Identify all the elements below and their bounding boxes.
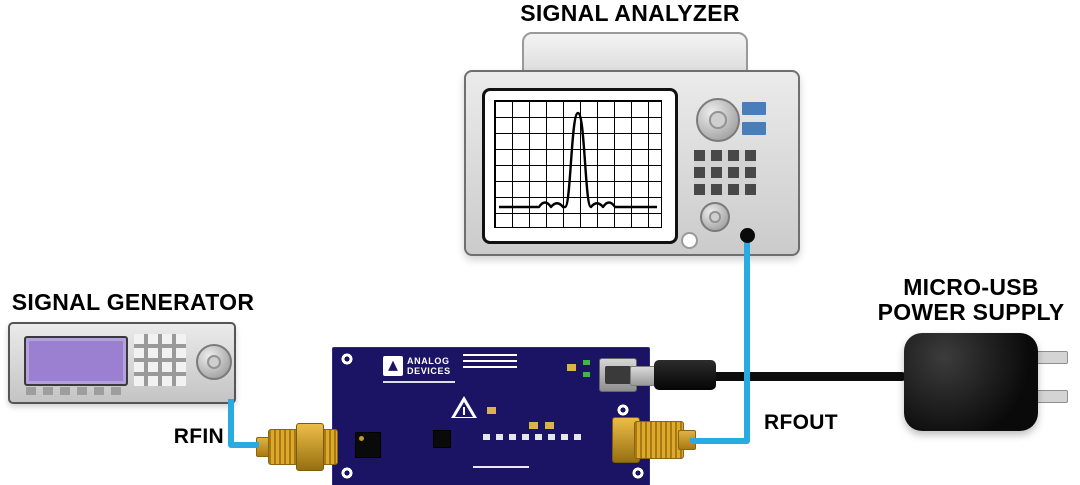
micro-usb-power-supply [904, 333, 1038, 431]
rf-cable-rfout-to-analyzer [690, 238, 750, 444]
spectrum-trace [499, 111, 657, 209]
generator-function-keys [26, 387, 122, 395]
analyzer-screen-grid [494, 100, 662, 228]
analyzer-secondary-knob [700, 202, 730, 232]
signal-analyzer-label: SIGNAL ANALYZER [520, 0, 740, 26]
signal-generator [8, 322, 236, 404]
evaluation-board: ANALOG DEVICES [332, 347, 650, 485]
sma-tip [678, 430, 696, 450]
signal-analyzer [464, 70, 800, 256]
usb-plug [654, 360, 716, 390]
power-supply-prong-bottom [1034, 390, 1068, 403]
rfin-label: RFIN [173, 425, 224, 448]
resistor-row [483, 434, 583, 440]
rf-cable-generator-to-rfin [228, 399, 259, 448]
ic-chip-small [433, 430, 451, 448]
analyzer-screen [482, 88, 678, 244]
analyzer-power-button [681, 232, 698, 249]
power-supply-label-line1: MICRO-USB [903, 274, 1039, 300]
board-brand-text: ANALOG DEVICES [407, 356, 451, 376]
brand-line1: ANALOG [407, 356, 450, 366]
ic-chip-main [355, 432, 381, 458]
sma-connector-rfin [256, 417, 338, 471]
board-partnumber-silkscreen [463, 354, 517, 356]
sma-connector-rfout [612, 417, 696, 463]
rfout-label: RFOUT [764, 411, 838, 434]
warning-triangle-icon [451, 396, 477, 418]
generator-display [24, 336, 128, 386]
brand-line2: DEVICES [407, 365, 451, 376]
capacitors [529, 422, 538, 429]
status-leds [583, 360, 590, 365]
power-supply-label: MICRO-USB POWER SUPPLY [862, 275, 1080, 325]
power-supply-label-line2: POWER SUPPLY [877, 299, 1065, 325]
signal-generator-label: SIGNAL GENERATOR [11, 289, 255, 315]
generator-keypad [134, 334, 186, 386]
analyzer-rf-input-port [740, 228, 755, 243]
power-supply-prong-top [1034, 351, 1068, 364]
adi-logo-icon [383, 356, 403, 376]
analyzer-blue-buttons [742, 102, 766, 115]
analyzer-keypad [694, 150, 756, 195]
board-tagline-silkscreen [383, 381, 455, 383]
sma-hex-nut [296, 423, 324, 471]
board-bottom-silkscreen [473, 466, 529, 468]
usb-cable [712, 372, 906, 381]
sma-barrel [634, 421, 684, 459]
analyzer-main-knob [696, 98, 740, 142]
generator-knob [196, 344, 232, 380]
